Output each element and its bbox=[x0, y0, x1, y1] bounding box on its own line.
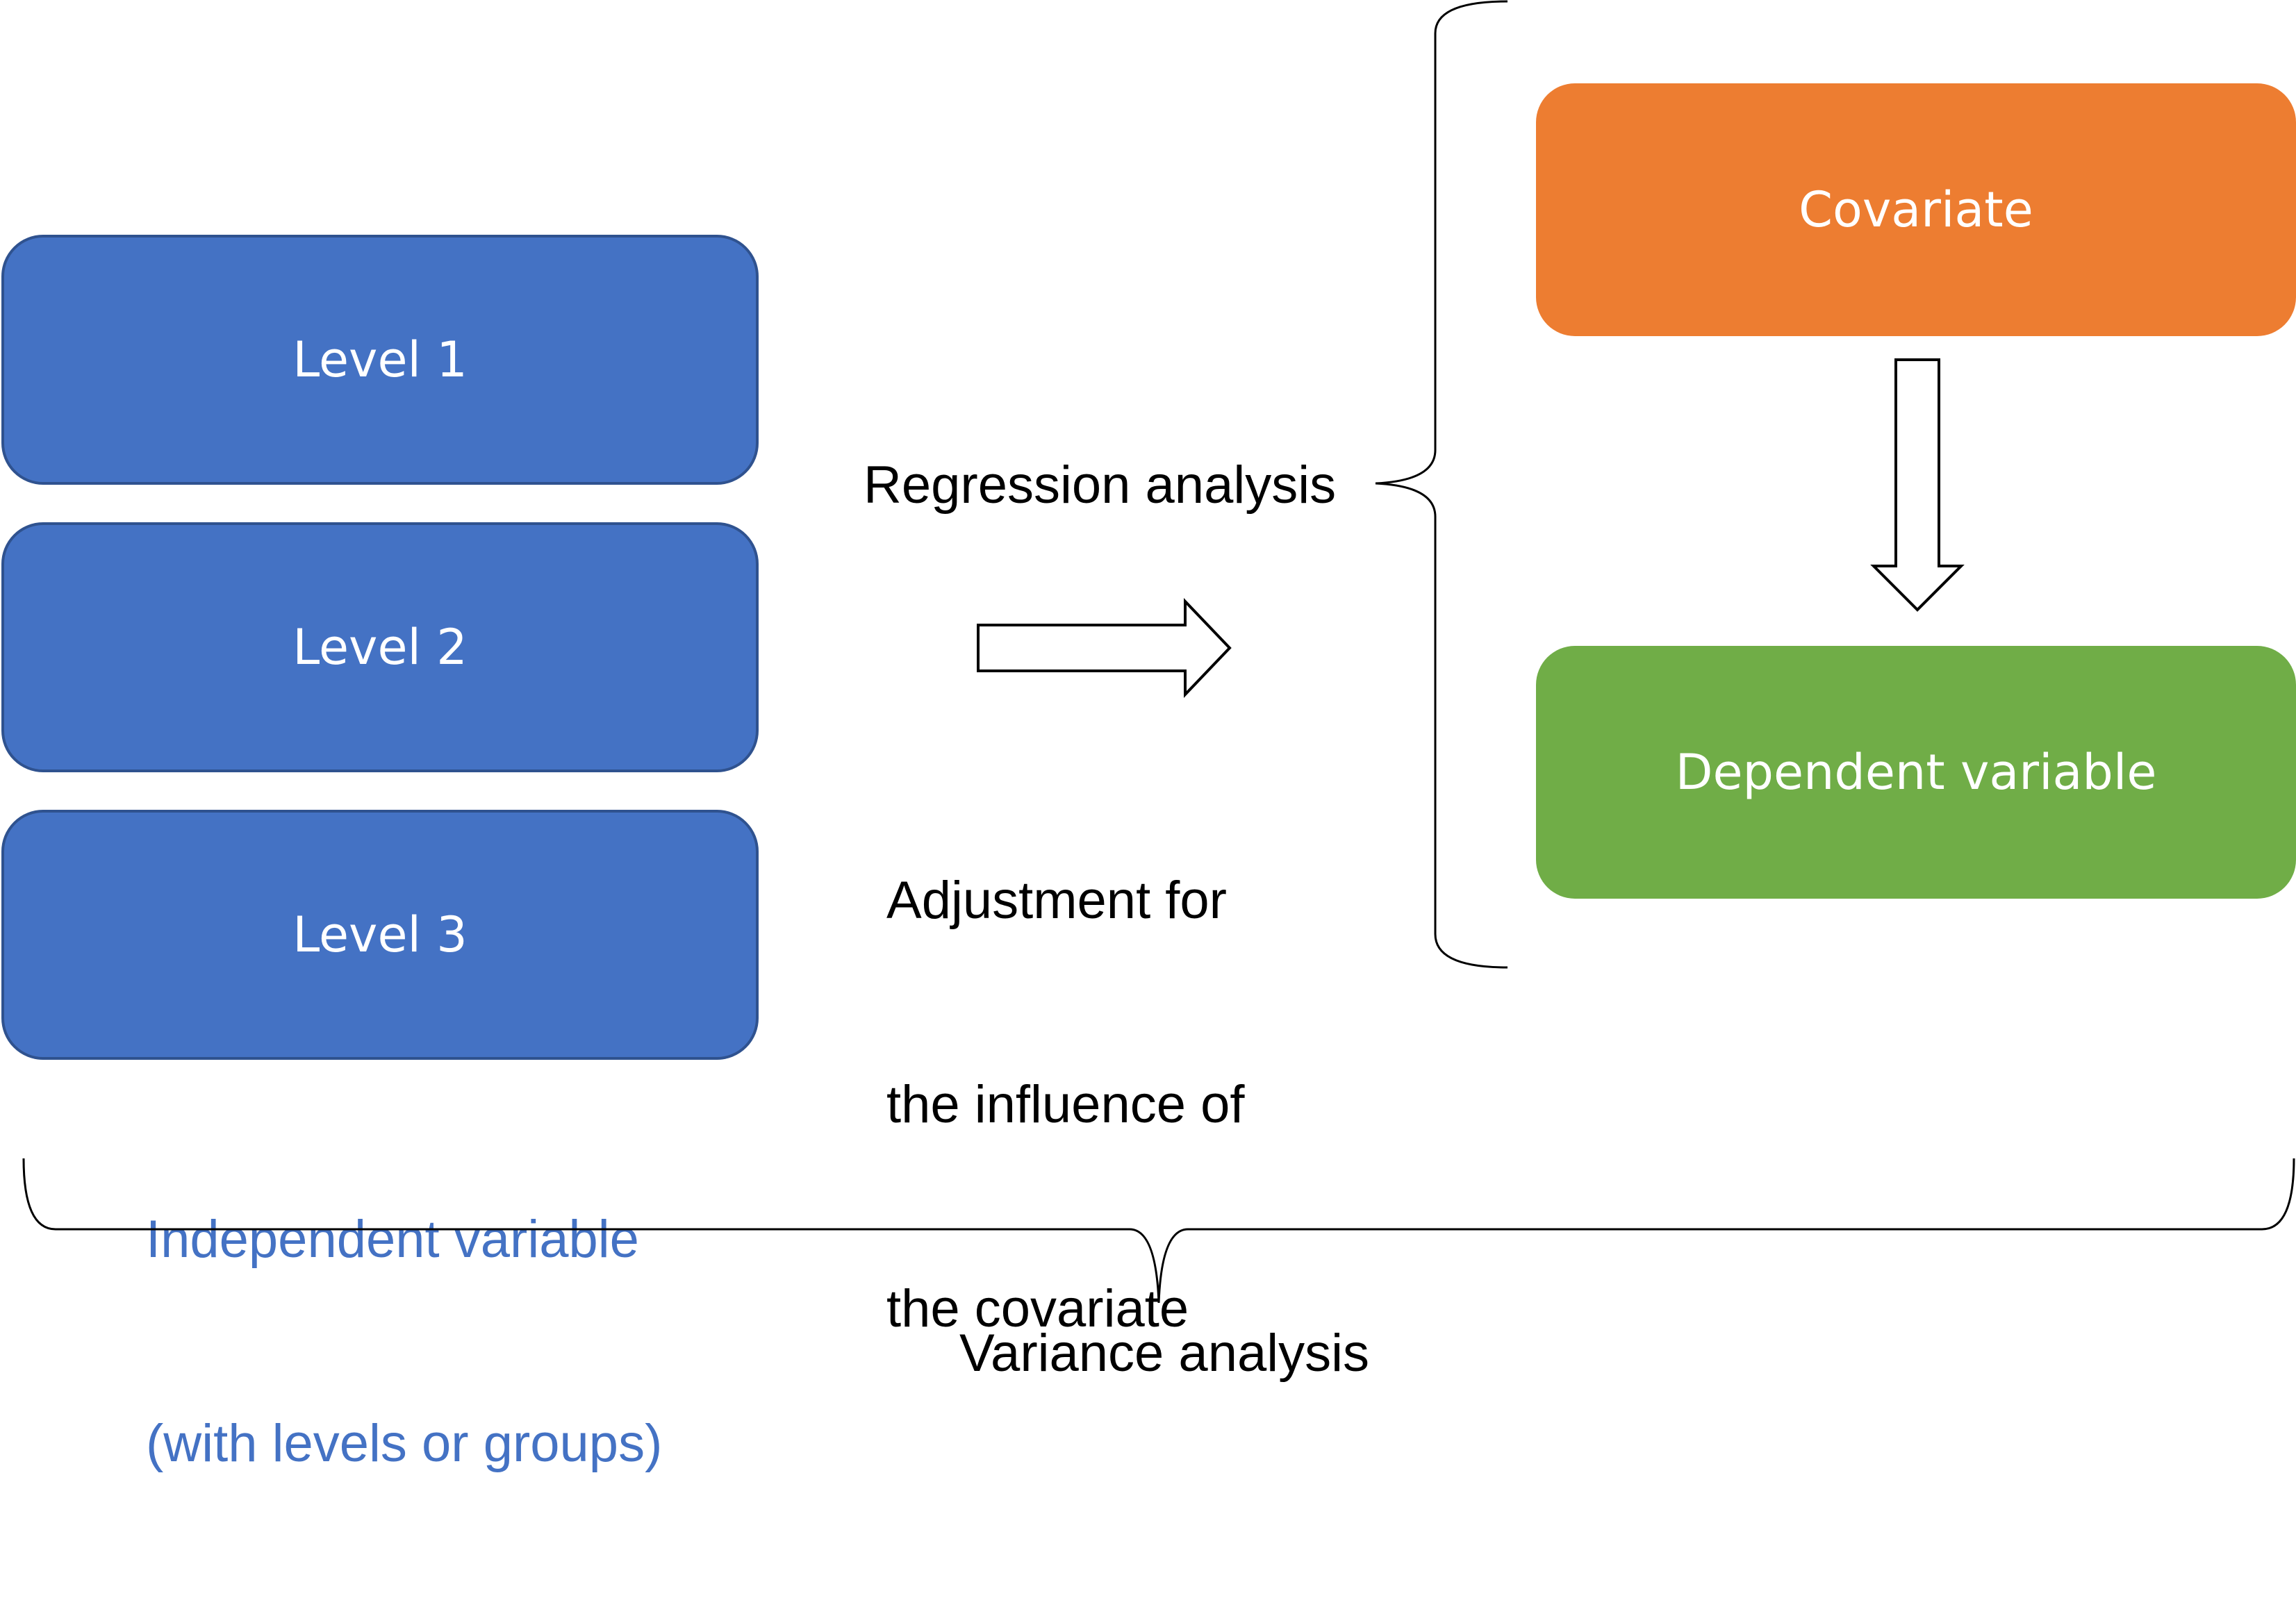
covariate-box: Covariate bbox=[1536, 83, 2296, 336]
level-2-label: Level 2 bbox=[292, 619, 468, 676]
block-arrow-down-icon bbox=[1870, 358, 1965, 612]
adjustment-line-3: the covariate bbox=[886, 1279, 1189, 1338]
level-1-label: Level 1 bbox=[292, 331, 468, 388]
diagram-canvas: Level 1 Level 2 Level 3 Independent vari… bbox=[1, 0, 2296, 1473]
regression-analysis-label: Regression analysis bbox=[864, 456, 1337, 515]
adjustment-caption: Adjustment for the influence of the cova… bbox=[886, 731, 1245, 1479]
level-3-box: Level 3 bbox=[1, 810, 759, 1060]
level-1-box: Level 1 bbox=[1, 235, 759, 485]
variance-analysis-label: Variance analysis bbox=[959, 1324, 1370, 1383]
block-arrow-right-icon bbox=[977, 598, 1232, 698]
adjustment-line-2: the influence of bbox=[886, 1075, 1245, 1134]
adjustment-line-1: Adjustment for bbox=[886, 871, 1227, 930]
level-3-label: Level 3 bbox=[292, 906, 468, 963]
connectors-layer bbox=[22, 0, 2295, 1304]
bottom-curly-brace-icon bbox=[22, 1158, 2295, 1304]
dependent-variable-label: Dependent variable bbox=[1675, 744, 2157, 801]
covariate-label: Covariate bbox=[1799, 181, 2033, 238]
level-2-box: Level 2 bbox=[1, 522, 759, 772]
right-curly-brace-icon bbox=[1375, 0, 1508, 969]
independent-variable-line-1: Independent variable bbox=[146, 1210, 639, 1269]
dependent-variable-box: Dependent variable bbox=[1536, 646, 2296, 899]
